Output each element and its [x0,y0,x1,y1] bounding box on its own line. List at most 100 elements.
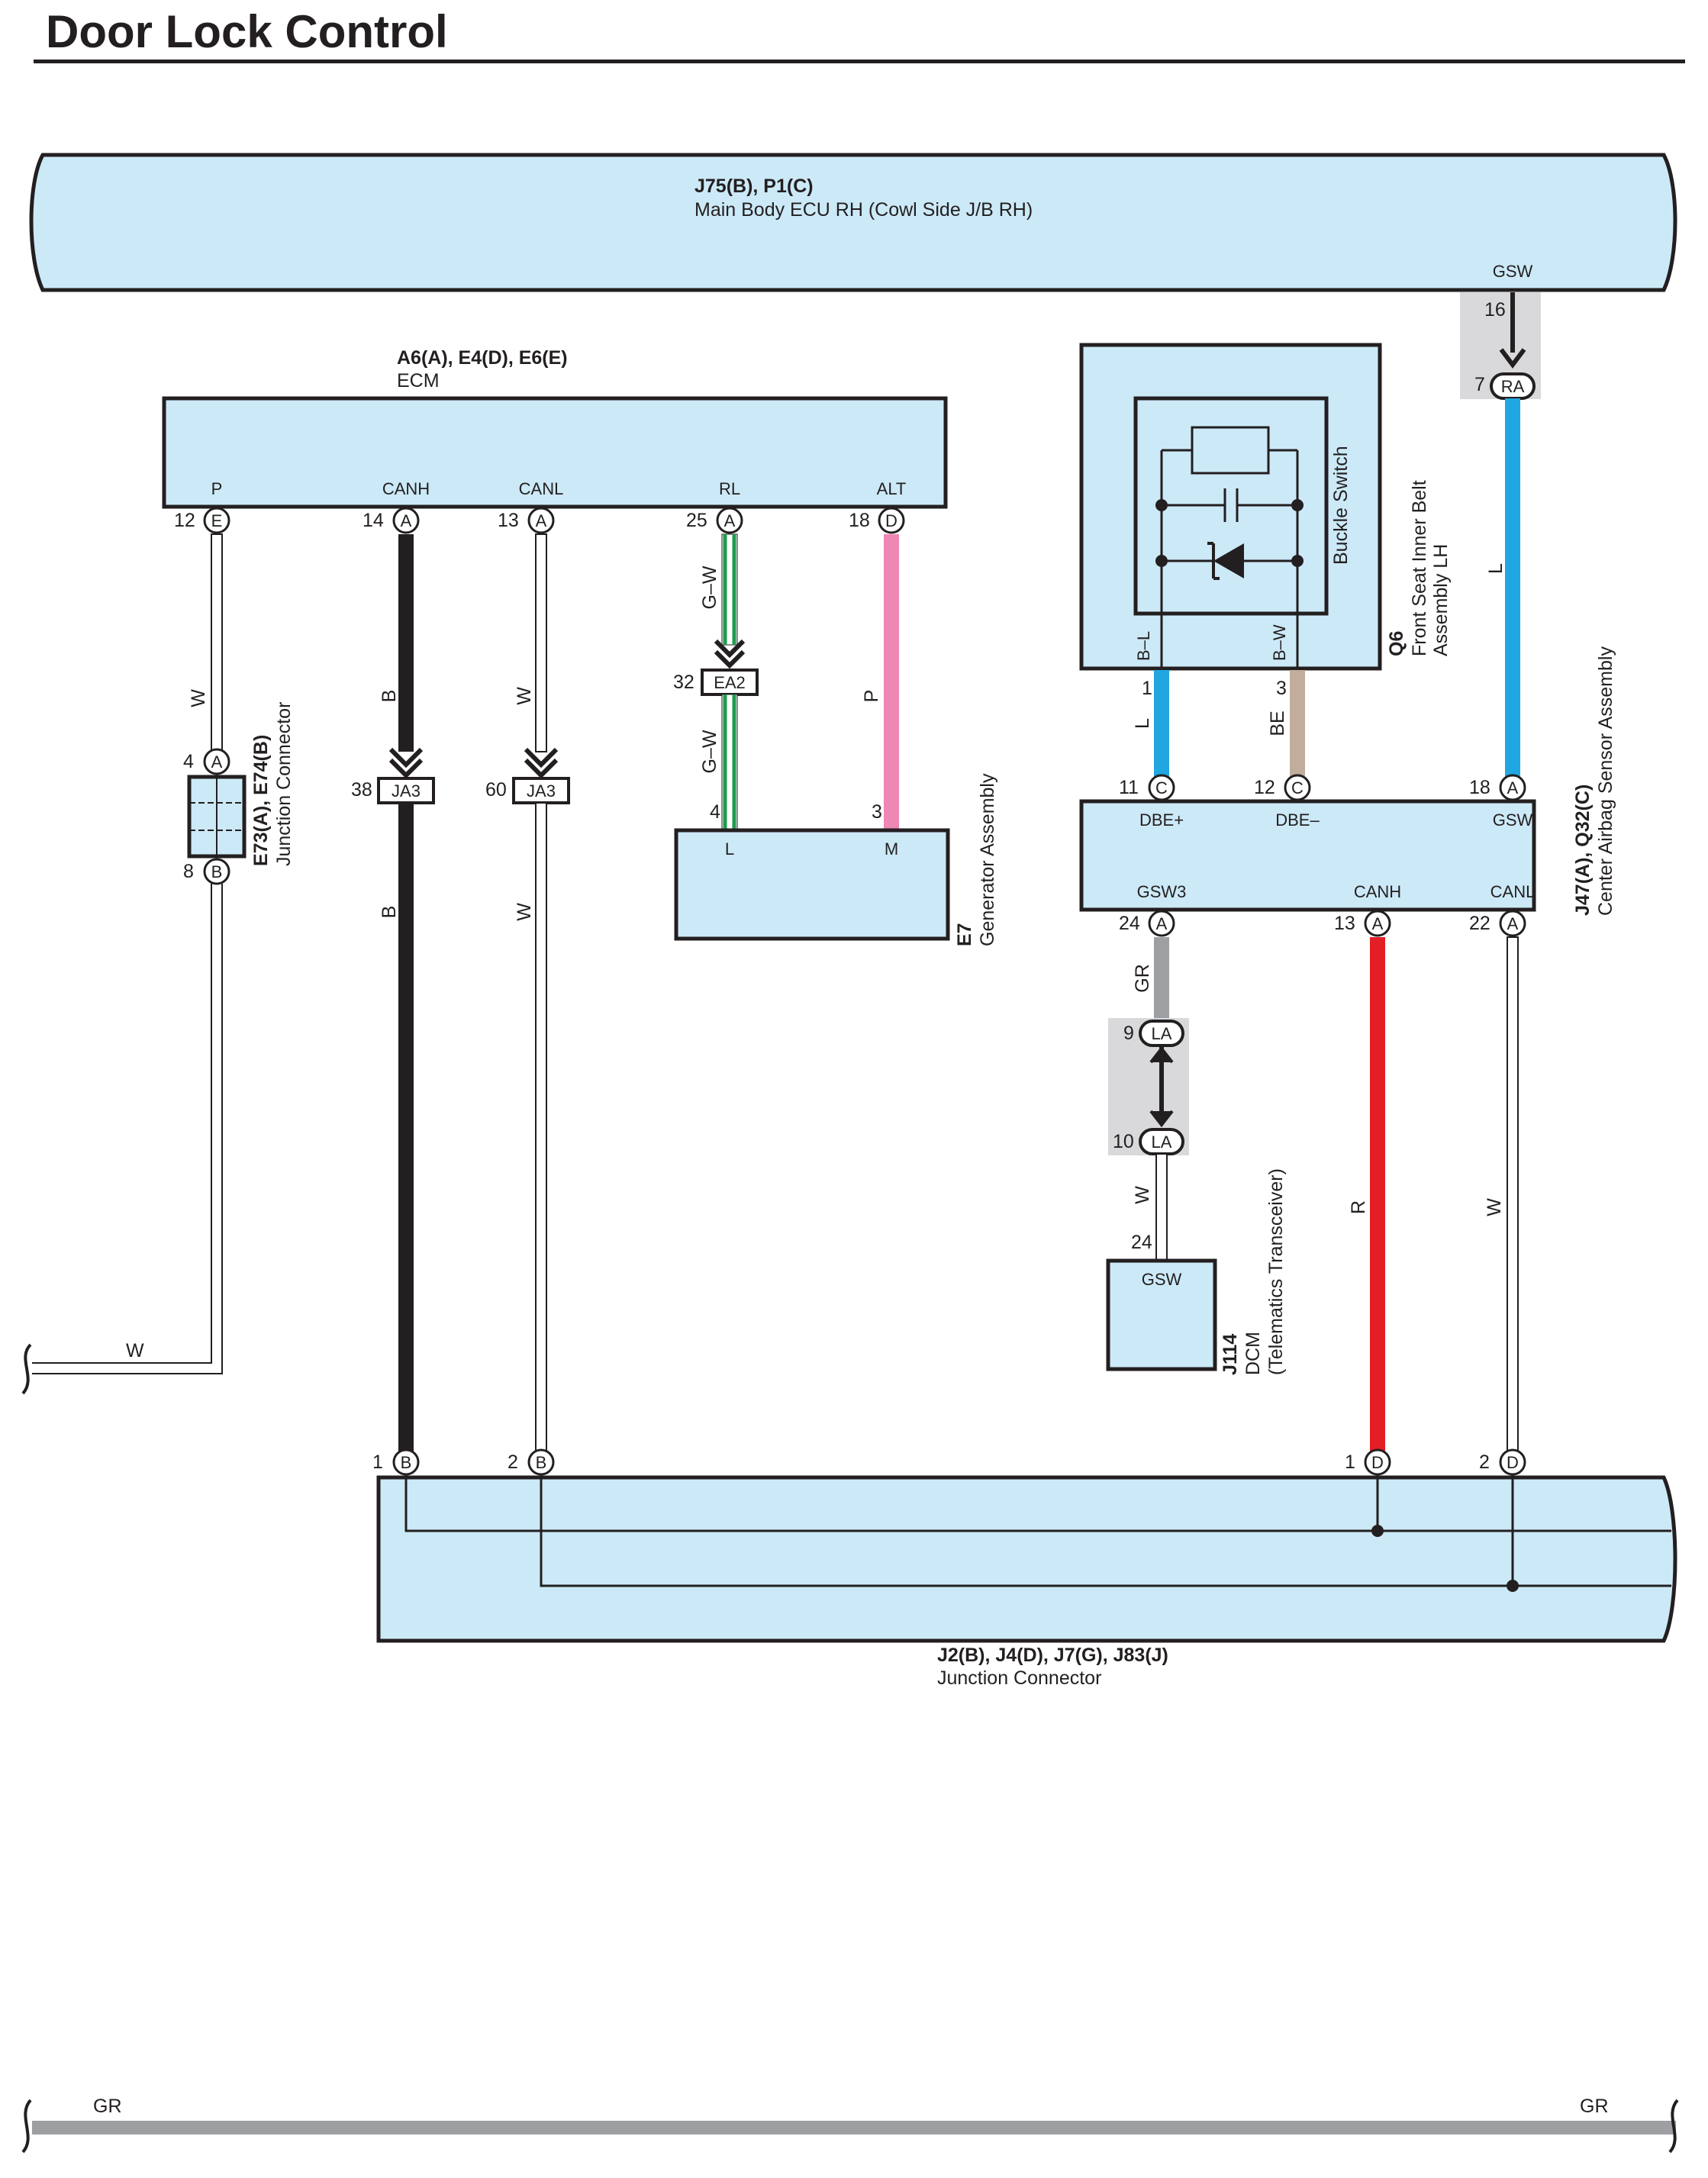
wire-label-rl-gw-lower: G–W [699,730,720,773]
ecm-pin-18: 18 [849,510,870,531]
dcm-terminal-gsw: GSW [1142,1270,1182,1289]
main-body-ecu: J75(B), P1(C) Main Body ECU RH (Cowl Sid… [29,153,1677,292]
gsw-connector-ra: 16 7 RA [1460,292,1541,400]
airbag-pin-12-conn: C [1291,778,1304,797]
e73-pin-8-conn: B [211,862,223,881]
airbag-pin-13: 13 [1334,913,1355,934]
gen-code: E7 [954,923,975,946]
airbag-name: Center Airbag Sensor Assembly [1595,646,1616,916]
dcm: GSW J114 DCM (Telematics Transceiver) [1106,1168,1287,1375]
seat-belt-pin-3: 3 [1276,678,1287,699]
ecm-code: A6(A), E4(D), E6(E) [397,347,568,369]
wire-label-e73-out-w: W [126,1340,144,1361]
seat-belt-code: Q6 [1386,631,1407,656]
generator-assembly: L M E7 Generator Assembly [674,773,998,946]
ja3-right-num: 60 [485,779,507,801]
airbag-terminal-dbe-plus: DBE+ [1139,810,1184,830]
ja3-left-num: 38 [351,779,372,801]
airbag-code: J47(A), Q32(C) [1572,785,1594,916]
j2-pin-1d: 1 [1345,1451,1355,1473]
wire-label-alt-p: P [861,690,882,703]
ecm-pins: 12 E 14 A 13 A 25 A 18 D [174,507,905,534]
airbag-pin-18-conn: A [1507,778,1519,797]
la-bottom-num: 10 [1113,1131,1134,1152]
airbag-pin-13-conn: A [1372,914,1384,933]
ecm-pin-25-conn: A [724,511,736,530]
rl-wire: G–W 32 EA2 G–W 4 [673,533,759,831]
bottom-gr-wire: GR GR [21,2096,1679,2154]
wire-label-canh-b: B [379,690,400,703]
wire-label-bw-be: BE [1267,710,1288,736]
la-top-code: LA [1152,1024,1172,1043]
junction-j2: 1 B 2 B 1 D 2 D J2(B), J4(D), J7(G), J83… [372,1448,1677,1689]
ja3-left-code: JA3 [392,781,421,801]
wire-label-airbag-canl-w: W [1484,1198,1505,1216]
e73-pin-4: 4 [183,751,194,772]
e73-pin-4-conn: A [211,752,223,772]
ecm-terminal-rl: RL [719,479,740,498]
ja3-right-code: JA3 [527,781,556,801]
ecm-terminal-canh: CANH [382,479,430,498]
seat-belt-assembly: Buckle Switch B–L B–W Q6 Front Seat Inne… [1079,343,1452,671]
j2-code: J2(B), J4(D), J7(G), J83(J) [937,1645,1168,1666]
airbag-pin-18: 18 [1469,777,1490,798]
p-wire: W 4 A 8 B E73(A), E74(B) Junction Connec… [21,533,295,1395]
seat-belt-name-2: Assembly LH [1430,544,1452,656]
airbag-pin-24-conn: A [1156,914,1168,933]
j2-pin-2d-conn: D [1507,1453,1519,1472]
gen-terminal-m: M [885,839,898,859]
wire-label-canh-b-lower: B [379,906,400,919]
airbag-pin-12: 12 [1254,777,1275,798]
wire-label-rl-gw: G–W [699,565,720,609]
main-body-ecu-code: J75(B), P1(C) [694,176,814,197]
ra-pin-num: 7 [1474,374,1485,395]
j2-pin-1d-conn: D [1371,1453,1384,1472]
gen-pin-4: 4 [710,801,720,823]
dcm-pin-24: 24 [1131,1232,1152,1253]
j2-pin-2d: 2 [1479,1451,1490,1473]
wire-label-bottom-gr-right: GR [1580,2096,1609,2117]
ecm-pin-18-conn: D [885,511,898,530]
airbag-terminal-dbe-minus: DBE– [1275,810,1320,830]
airbag-terminal-canh: CANH [1354,882,1401,901]
la-top-num: 9 [1123,1023,1134,1044]
ea2-num: 32 [673,672,694,693]
ra-code: RA [1501,377,1525,396]
seat-belt-name-1: Front Seat Inner Belt [1409,480,1430,656]
gen-name: Generator Assembly [977,773,998,946]
airbag-terminal-canl: CANL [1490,882,1536,901]
wire-label-gsw-l: L [1485,563,1507,574]
airbag-terminal-gsw: GSW [1493,810,1533,830]
ecm-pin-12-conn: E [211,511,223,530]
airbag-pin-11-conn: C [1155,778,1168,797]
j2-pin-1b-conn: B [401,1453,412,1472]
gen-pin-3: 3 [872,801,882,823]
main-body-ecu-terminal-gsw: GSW [1493,262,1533,281]
ecm-pin-14: 14 [363,510,384,531]
la-bottom-code: LA [1152,1132,1172,1152]
ecm-terminal-alt: ALT [877,479,907,498]
ecm-terminal-canl: CANL [519,479,564,498]
ea2-code: EA2 [714,673,746,692]
j2-name: Junction Connector [937,1667,1101,1689]
wire-label-bottom-gr-left: GR [93,2096,122,2117]
canh-wire-ecm: B 38 JA3 B [351,534,435,1451]
airbag-pin-11: 11 [1119,777,1139,798]
main-body-ecu-pin-16: 16 [1484,299,1506,321]
ecm-terminal-p: P [211,479,223,498]
e73-name: Junction Connector [273,702,295,866]
ecm-pin-12: 12 [174,510,195,531]
wire-label-airbag-canh-r: R [1348,1200,1369,1214]
j2-pin-2b-conn: B [536,1453,547,1472]
seat-belt-terminal-bw: B–W [1270,624,1289,661]
ecm-pin-13: 13 [498,510,519,531]
gen-terminal-l: L [725,839,734,859]
seat-belt-terminal-bl: B–L [1134,631,1153,661]
ecm-pin-14-conn: A [401,511,412,530]
airbag-terminal-gsw3: GSW3 [1137,882,1187,901]
e73-code: E73(A), E74(B) [250,735,272,866]
wire-label-p-w: W [188,689,209,707]
ecm-pin-13-conn: A [536,511,547,530]
wire-label-dcm-w: W [1132,1186,1153,1204]
airbag-pin-22: 22 [1469,913,1490,934]
